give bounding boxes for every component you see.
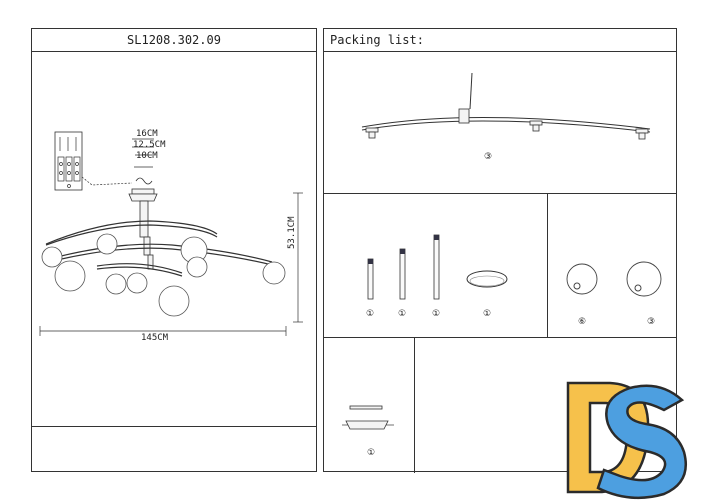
model-title: SL1208.302.09 bbox=[32, 29, 316, 52]
rod-short-quantity: ① bbox=[365, 309, 375, 319]
canopy-outer-dimension: 16CM bbox=[136, 129, 158, 139]
ring-quantity: ① bbox=[482, 309, 492, 319]
packing-list-drawing bbox=[342, 72, 662, 430]
rod-mid-quantity: ① bbox=[397, 309, 407, 319]
rod-long-quantity: ① bbox=[431, 309, 441, 319]
col-divider-1 bbox=[547, 193, 548, 337]
footer-divider bbox=[32, 426, 316, 427]
chandelier-drawing bbox=[39, 131, 303, 336]
canopy-mid-dimension: 12.5CM bbox=[133, 140, 166, 150]
width-dimension: 145CM bbox=[141, 333, 169, 343]
mount-quantity: ① bbox=[366, 448, 376, 458]
large-shade-quantity: ③ bbox=[646, 317, 656, 327]
row-divider-2 bbox=[324, 337, 676, 338]
row-divider-1 bbox=[324, 193, 676, 194]
col-divider-2 bbox=[414, 337, 415, 473]
left-panel: SL1208.302.09 bbox=[31, 28, 317, 472]
canopy-inner-dimension: 10CM bbox=[136, 151, 158, 161]
logo-letter-s bbox=[596, 384, 687, 500]
small-shade-quantity: ⑥ bbox=[577, 317, 587, 327]
frame-quantity: ③ bbox=[483, 152, 493, 162]
packing-list-title: Packing list: bbox=[324, 29, 676, 52]
wiring-inset-box bbox=[54, 131, 83, 191]
